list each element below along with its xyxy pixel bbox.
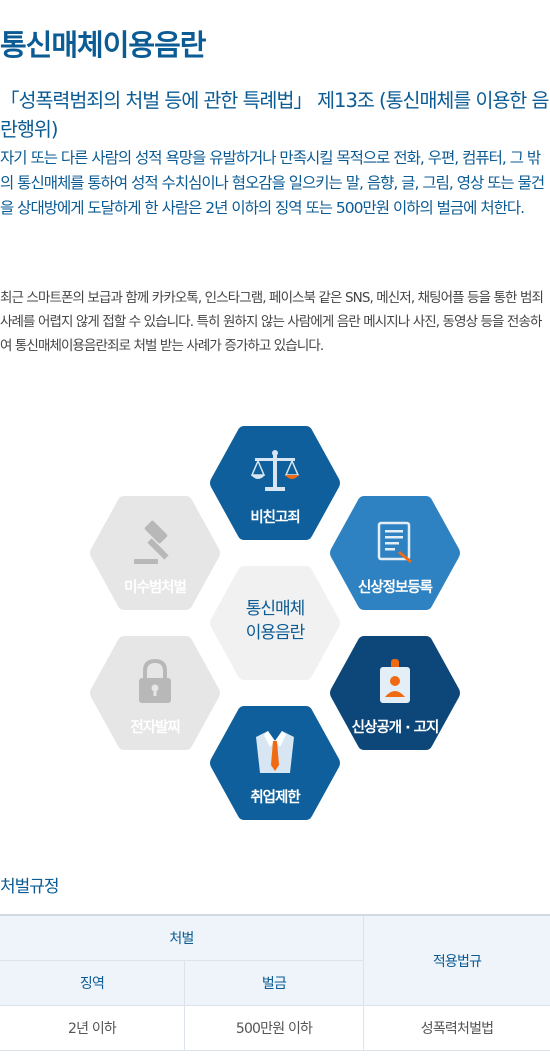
header-applicable-law: 적용법규 bbox=[363, 914, 550, 1006]
page-title: 통신매체이용음란 bbox=[0, 28, 206, 62]
hex-shape bbox=[330, 496, 460, 610]
center-hexagon: 통신매체 이용음란 bbox=[208, 563, 342, 683]
header-punishment: 처벌 bbox=[0, 914, 364, 961]
cell-prison: 2년 이하 bbox=[0, 1005, 185, 1051]
shirt-tie-icon bbox=[256, 731, 294, 773]
hex-label: 취업제한 bbox=[250, 790, 300, 806]
hex-label: 전자발찌 bbox=[130, 720, 180, 736]
hex-personal-info-registration: 신상정보등록 bbox=[328, 493, 462, 613]
table-row: 2년 이하 500만원 이하 성폭력처벌법 bbox=[0, 1005, 550, 1051]
header-prison: 징역 bbox=[0, 960, 185, 1006]
gavel-icon bbox=[134, 520, 169, 564]
law-text: 자기 또는 다른 사람의 성적 욕망을 유발하거나 만족시킬 목적으로 전화, … bbox=[0, 149, 545, 217]
header-fine: 벌금 bbox=[184, 960, 364, 1006]
center-label-line1: 통신매체 bbox=[245, 599, 306, 619]
hex-label: 미수범처벌 bbox=[124, 580, 187, 596]
hex-label: 신상공개 · 고지 bbox=[351, 720, 440, 736]
document-pen-icon bbox=[377, 521, 412, 563]
hex-shape bbox=[90, 496, 220, 610]
padlock-icon bbox=[139, 658, 171, 703]
center-label: 통신매체 이용음란 bbox=[208, 597, 342, 645]
punishment-table: 처벌 적용법규 징역 벌금 2년 이하 500만원 이하 성폭력처벌법 bbox=[0, 914, 550, 1051]
hex-label: 비친고죄 bbox=[250, 510, 300, 526]
hex-employment-restriction: 취업제한 bbox=[208, 703, 342, 823]
scales-icon bbox=[250, 450, 300, 491]
cell-fine: 500만원 이하 bbox=[184, 1005, 364, 1051]
law-title: 「성폭력범죄의 처벌 등에 관한 특례법」 제13조 (통신매체를 이용한 음란… bbox=[0, 89, 549, 141]
description-paragraph: 최근 스마트폰의 보급과 함께 카카오톡, 인스타그램, 페이스북 같은 SNS… bbox=[0, 290, 544, 354]
id-badge-icon bbox=[380, 659, 410, 703]
hex-label: 신상정보등록 bbox=[357, 580, 433, 596]
punishment-section-title: 처벌규정 bbox=[0, 877, 60, 897]
center-hexagon-shape bbox=[210, 566, 340, 680]
hex-non-complaint-offense: 비친고죄 bbox=[208, 423, 342, 543]
hex-attempted-crime-punishment: 미수범처벌 bbox=[88, 493, 222, 613]
center-label-line2: 이용음란 bbox=[245, 623, 306, 643]
cell-law: 성폭력처벌법 bbox=[363, 1005, 550, 1051]
hex-electronic-anklet: 전자발찌 bbox=[88, 633, 222, 753]
consequence-diagram: 통신매체 이용음란 비친고죄 bbox=[0, 420, 550, 840]
hex-public-disclosure: 신상공개 · 고지 bbox=[328, 633, 462, 753]
